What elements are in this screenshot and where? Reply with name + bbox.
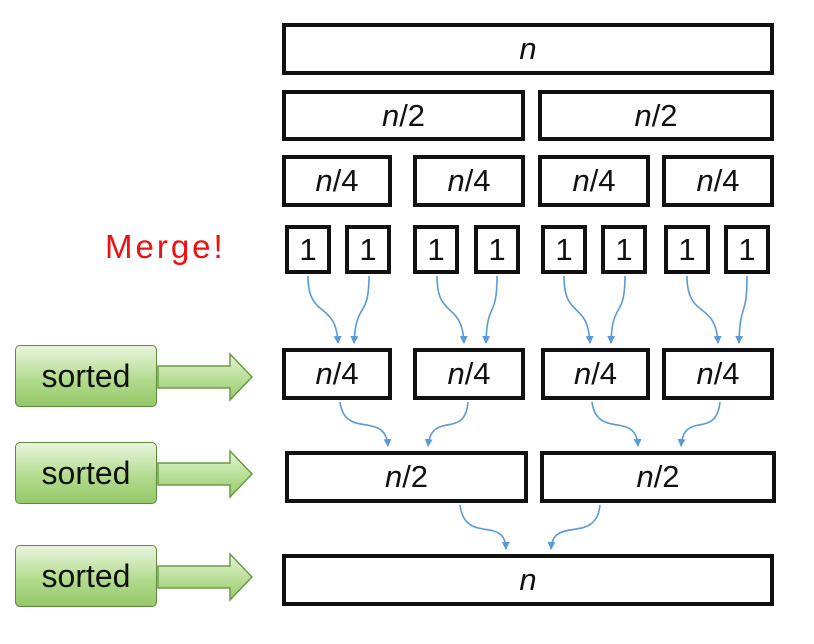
merge-label: Merge! [105,228,226,265]
n-symbol: n [447,356,465,391]
merge-flow-arrow [339,401,392,447]
single-element-box: 1 [601,225,647,274]
n-symbol: n [634,97,652,133]
merge-flow-arrow [591,401,642,447]
fraction-text: /4 [591,356,618,391]
n-symbol: n [572,163,590,198]
fraction-text: /2 [651,97,678,133]
merged-quarter-box: n/4 [662,348,774,400]
merge-flow-arrow [307,275,342,344]
sorted-text: sorted [41,454,131,491]
sorted-text: sorted [41,557,131,594]
single-element-box: 1 [285,225,331,274]
split-quarter-box: n/4 [538,155,650,207]
merge-flow-arrow [547,504,601,550]
single-element-box: 1 [474,225,520,274]
single-value: 1 [555,231,573,267]
n-symbol: n [636,459,654,494]
fraction-text: /4 [713,163,740,198]
split-half-box: n/2 [538,90,774,141]
single-value: 1 [738,231,756,267]
merge-flow-arrow [735,275,748,344]
n-symbol: n [315,163,333,198]
merge-flow-arrow [424,401,469,447]
split-quarter-box: n/4 [282,155,392,207]
sorted-label: sorted [15,345,157,407]
n-symbol: n [519,31,537,66]
fraction-text: /4 [464,356,491,391]
single-element-box: 1 [541,225,587,274]
merge-flow-arrow [563,275,594,344]
n-symbol: n [315,356,333,391]
fraction-text: /2 [653,459,680,494]
single-value: 1 [615,231,633,267]
single-value: 1 [359,231,377,267]
merged-quarter-box: n/4 [541,348,650,400]
split-quarter-box: n/4 [662,155,774,207]
n-symbol: n [381,97,400,133]
single-value: 1 [488,231,506,267]
fraction-text: /2 [402,459,429,494]
merge-flow-arrow [482,275,498,344]
sorted-label: sorted [15,545,157,607]
n-symbol: n [519,562,537,597]
single-value: 1 [299,231,317,267]
n-symbol: n [384,459,403,494]
split-half-box: n/2 [282,90,525,141]
fraction-text: /4 [332,356,359,391]
n-symbol: n [696,356,714,391]
single-element-box: 1 [664,225,710,274]
merge-flow-arrow [350,275,370,344]
single-value: 1 [427,231,445,267]
merged-quarter-box: n/4 [282,348,392,400]
right-arrow-icon [157,552,254,602]
n-symbol: n [447,163,465,198]
merge-flow-arrow [686,275,722,344]
fraction-text: /4 [589,163,616,198]
merged-quarter-box: n/4 [413,348,525,400]
merge-flow-arrow [459,504,510,550]
merged-full-box: n [282,554,774,606]
single-value: 1 [678,231,696,267]
sorted-label: sorted [15,442,157,504]
fraction-text: /2 [399,97,426,133]
right-arrow-icon [157,449,254,499]
split-quarter-box: n/4 [413,155,525,207]
n-symbol: n [573,356,592,391]
fraction-text: /4 [332,163,359,198]
fraction-text: /4 [464,163,491,198]
merged-half-box: n/2 [285,451,528,503]
n-symbol: n [696,163,714,198]
single-element-box: 1 [345,225,391,274]
split-n-box: n [282,23,774,75]
single-element-box: 1 [724,225,770,274]
right-arrow-icon [157,352,254,402]
merged-half-box: n/2 [540,451,776,503]
fraction-text: /4 [713,356,740,391]
merge-flow-arrow [677,401,721,447]
sorted-text: sorted [41,357,131,394]
single-element-box: 1 [413,225,459,274]
merge-flow-arrow [607,275,626,344]
merge-flow-arrow [436,275,468,344]
